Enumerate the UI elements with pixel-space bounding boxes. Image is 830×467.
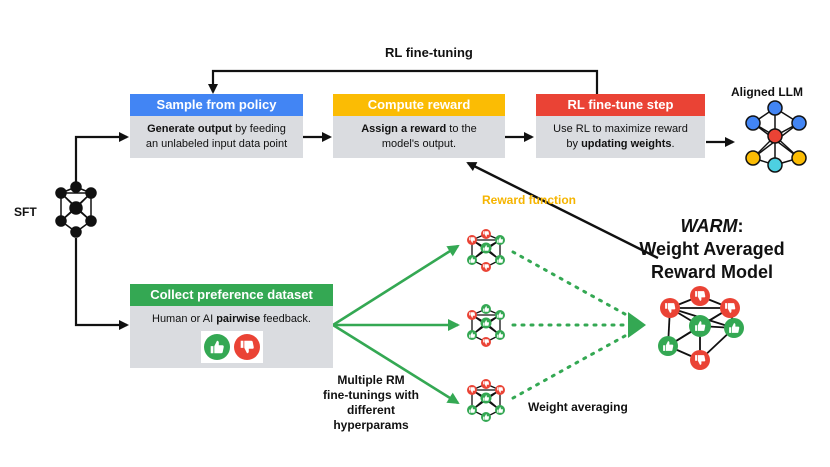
aligned-llm-network-icon <box>745 100 807 173</box>
collect-preference-text-2: feedback. <box>260 313 311 325</box>
weight-averaging-arrowhead <box>628 312 646 338</box>
finetune-fanout-arrows <box>332 244 460 405</box>
rl-finetune-text: Use RL to maximize reward <box>553 123 688 135</box>
aligned-llm-label: Aligned LLM <box>731 85 803 99</box>
sample-policy-body: Generate output by feeding an unlabeled … <box>130 116 303 158</box>
reward-model-network-icon <box>467 304 505 347</box>
reward-function-arrow <box>466 161 659 260</box>
reward-function-label: Reward function <box>482 193 577 207</box>
compute-reward-header: Compute reward <box>333 94 505 116</box>
compute-reward-body: Assign a reward to the model's output. <box>333 116 505 158</box>
multiple-rm-line: hyperparams <box>333 418 409 432</box>
thumbs-down-icon <box>234 334 260 360</box>
multiple-rm-line: fine-tunings with <box>323 388 419 402</box>
warm-subtitle-line1: Weight Averaged <box>639 239 785 259</box>
collect-preference-bold: pairwise <box>216 313 261 325</box>
warm-title-acronym: WARM <box>680 216 738 236</box>
sft-network-icon <box>55 181 97 238</box>
sample-policy-header: Sample from policy <box>130 94 303 116</box>
rl-finetune-text-3: . <box>671 138 675 150</box>
compute-reward-text: to the <box>446 123 477 135</box>
pipeline-arrows <box>303 132 735 147</box>
thumbs-up-icon <box>204 334 230 360</box>
weight-averaging-label: Weight averaging <box>528 400 628 414</box>
rl-finetune-body: Use RL to maximize reward by updating we… <box>536 116 705 158</box>
rl-loop-arrow <box>208 69 599 94</box>
warm-title: WARM: Weight Averaged Reward Model <box>612 215 812 284</box>
rl-finetune-header: RL fine-tune step <box>536 94 705 116</box>
weight-averaging-arrows <box>511 250 634 400</box>
rl-finetune-bold: updating weights <box>581 138 672 150</box>
warm-subtitle-line2: Reward Model <box>650 262 774 282</box>
sample-policy-text: by feeding <box>232 123 286 135</box>
sft-label: SFT <box>14 205 37 219</box>
collect-preference-text: Human or AI <box>152 313 217 325</box>
multiple-rm-line: different <box>347 403 395 417</box>
feedback-icons <box>201 331 263 363</box>
rl-finetune-text-2: by <box>566 138 582 150</box>
warm-network-icon <box>658 286 744 370</box>
multiple-rm-label: Multiple RM fine-tunings with different … <box>313 373 429 433</box>
reward-model-network-icon <box>467 379 505 422</box>
rl-finetuning-label: RL fine-tuning <box>385 45 473 60</box>
collect-preference-body: Human or AI pairwise feedback. <box>130 306 333 368</box>
multiple-rm-line: Multiple RM <box>337 373 405 387</box>
sft-branch-arrows <box>74 132 129 330</box>
warm-title-colon: : <box>737 216 744 236</box>
sample-policy-bold: Generate output <box>147 123 233 135</box>
collect-preference-header: Collect preference dataset <box>130 284 333 306</box>
feedback-icons-svg <box>204 334 260 360</box>
compute-reward-text-2: model's output. <box>381 138 457 150</box>
compute-reward-bold: Assign a reward <box>361 123 447 135</box>
sample-policy-text-2: an unlabeled input data point <box>145 138 288 150</box>
reward-model-network-icon <box>467 229 505 272</box>
